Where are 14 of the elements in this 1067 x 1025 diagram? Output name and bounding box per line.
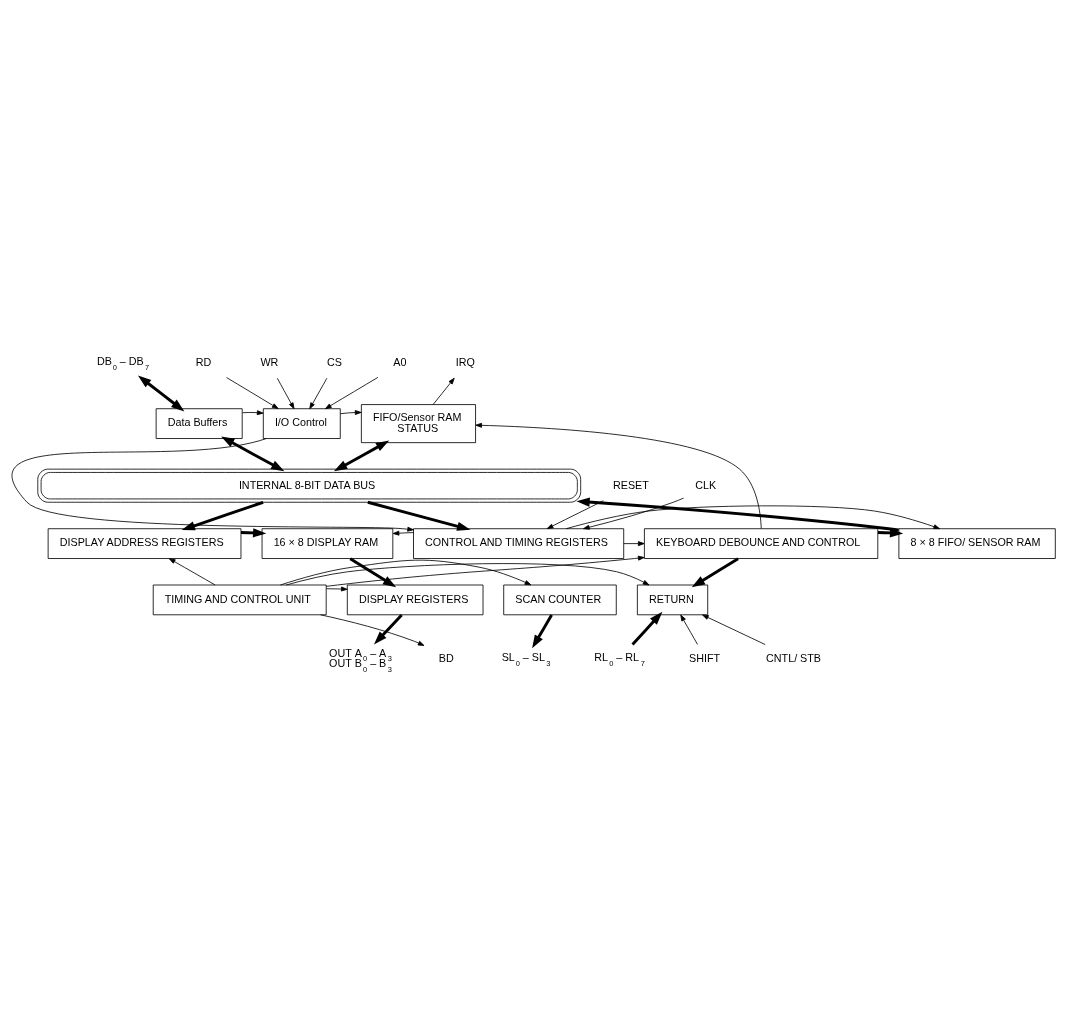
node-text: CS <box>327 355 342 368</box>
node-text: RD <box>195 355 212 368</box>
node-text: SHIFT <box>689 651 721 664</box>
node-text: RESET <box>612 478 649 490</box>
node-text: SL$_{0}$ – SL$_{3}$ <box>501 650 551 668</box>
node-text: IRQ <box>455 355 475 368</box>
node-text: DB$_{0}$ – DB$_{7}$ <box>96 354 150 372</box>
node-text: CNTL/ STB <box>766 651 822 664</box>
node-text: RL$_{0}$ – RL$_{7}$ <box>594 650 645 668</box>
node-text: BD <box>438 651 454 664</box>
node-text: CLK <box>695 478 717 490</box>
node-text: OUT A$_{0}$ – A$_{3}$ OUT B$_{0}$ – B$_{3}$ <box>329 646 392 674</box>
node-text: A0 <box>393 355 407 368</box>
node-text: WR <box>260 355 279 368</box>
